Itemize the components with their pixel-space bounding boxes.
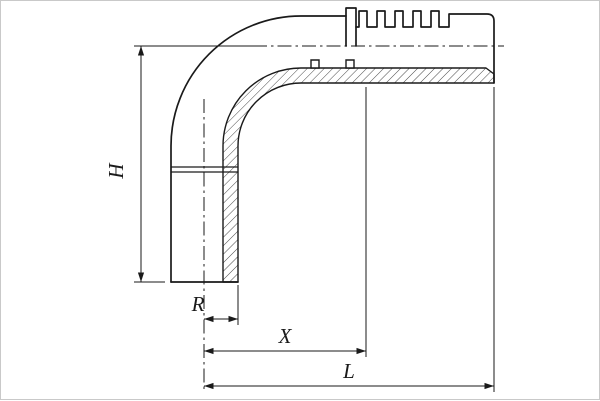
- dimension-l: L: [204, 87, 495, 392]
- dimension-label-l: L: [342, 359, 355, 383]
- centerlines: [203, 45, 504, 391]
- dimension-r: R: [191, 285, 239, 325]
- fitting-outer-contour: [170, 15, 347, 283]
- hose-stop-flange: [345, 7, 357, 47]
- dimension-label-h: H: [104, 162, 128, 180]
- fitting-outline: [170, 7, 495, 283]
- hose-barb-profile: [355, 10, 495, 84]
- stop-ridge: [345, 59, 355, 69]
- dimension-x: X: [204, 87, 367, 357]
- dimension-label-x: X: [278, 324, 293, 348]
- section-hatch-region: [222, 67, 495, 283]
- dimension-h: H: [104, 45, 256, 283]
- stop-ridge: [310, 59, 320, 69]
- dimension-label-r: R: [191, 292, 205, 316]
